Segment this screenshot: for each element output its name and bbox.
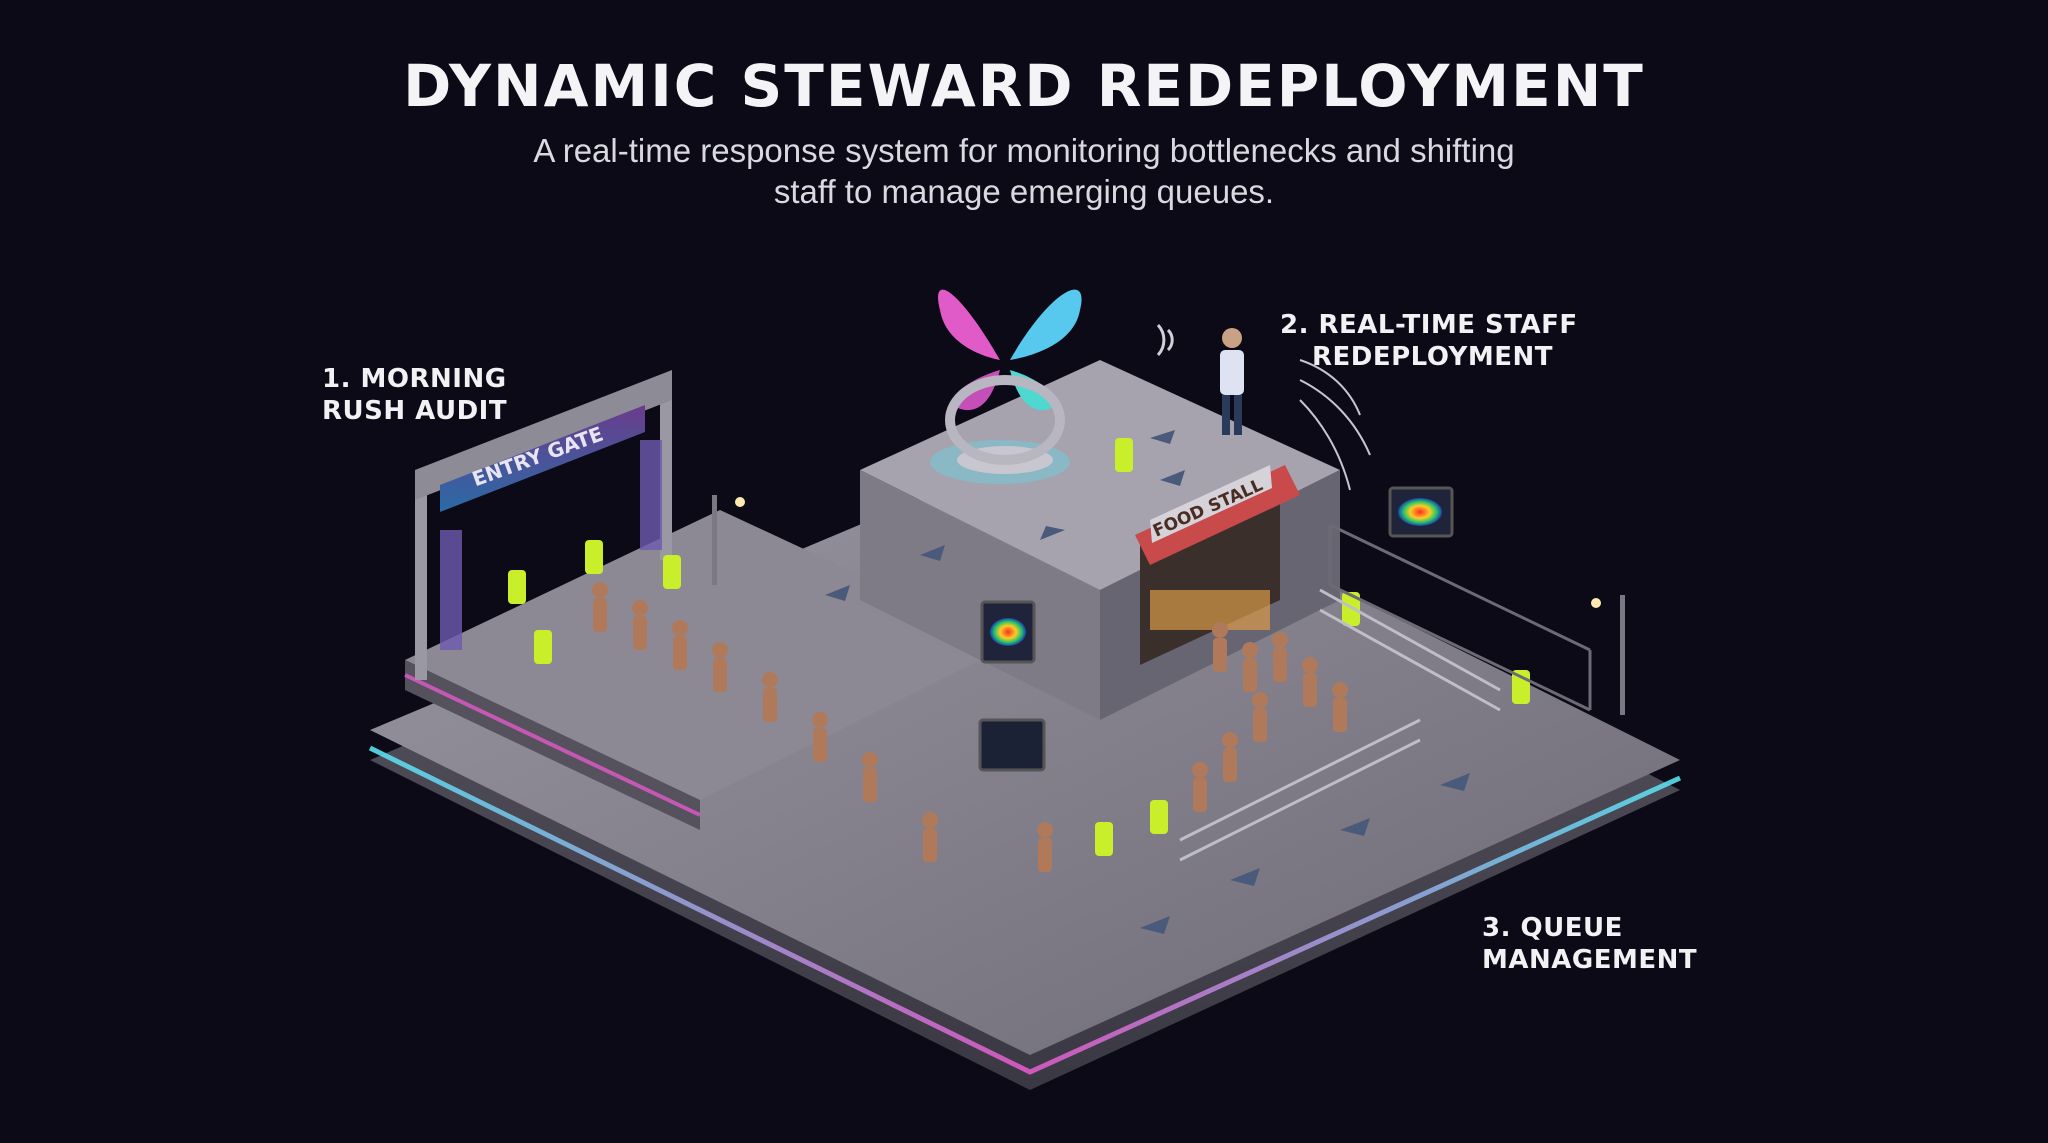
callout-3-line-1: 3. QUEUE: [1482, 913, 1623, 943]
lamp-posts: [712, 495, 1625, 715]
subtitle-line-1: A real-time response system for monitori…: [533, 132, 1515, 169]
page-title: DYNAMIC STEWARD REDEPLOYMENT: [403, 52, 1645, 120]
subtitle-line-2: staff to manage emerging queues.: [773, 173, 1275, 210]
callout-morning-rush-audit: 1. MORNING RUSH AUDIT: [322, 363, 507, 427]
crowd: [592, 582, 1348, 872]
entry-deck: [404, 510, 1010, 830]
callout-2-line-2: REDEPLOYMENT: [1312, 342, 1553, 372]
callout-arrows: [1299, 359, 1371, 491]
radio-signal-icon: [1156, 323, 1174, 357]
callout-1-line-1: 1. MORNING: [322, 364, 507, 394]
queue-barriers: [1179, 588, 1501, 862]
butterfly-sculpture-icon: [938, 289, 1082, 474]
callout-queue-management: 3. QUEUE MANAGEMENT: [1482, 912, 1697, 976]
callout-3-line-2: MANAGEMENT: [1482, 945, 1698, 975]
callout-1-line-2: RUSH AUDIT: [322, 396, 508, 426]
direction-arrow-icon: [825, 430, 1470, 934]
callout-staff-redeployment: 2. REAL-TIME STAFF REDEPLOYMENT: [1280, 309, 1578, 373]
supervisor: [1220, 328, 1244, 435]
food-stall: FOOD STALL: [1135, 465, 1300, 665]
heatmap-screen-icon: [978, 486, 1454, 772]
fence: [1328, 523, 1592, 712]
callout-2-line-1: 2. REAL-TIME STAFF: [1280, 310, 1578, 340]
entry-gate: ENTRY GATE: [415, 370, 672, 680]
page-subtitle: A real-time response system for monitori…: [0, 130, 2048, 212]
